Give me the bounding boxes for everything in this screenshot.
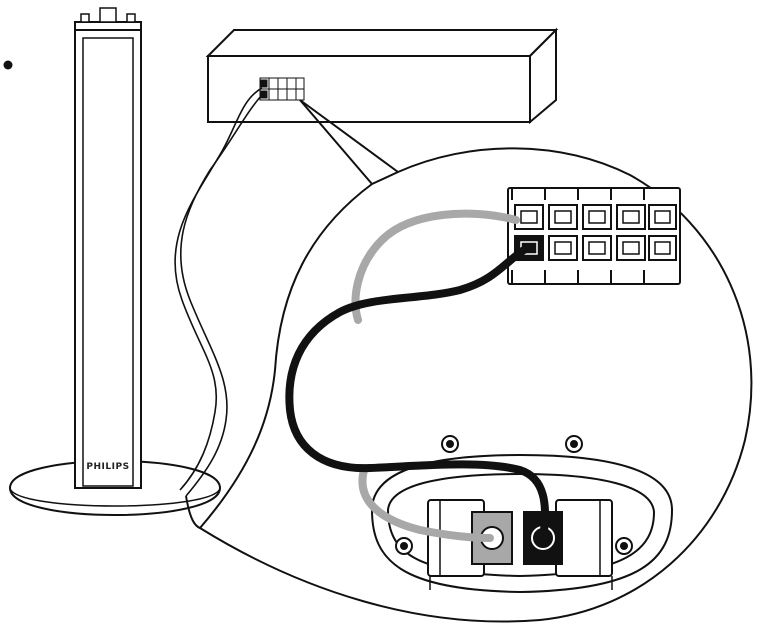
speaker-brand-label: PHILIPS bbox=[86, 462, 129, 472]
speaker-column-inner bbox=[82, 37, 134, 487]
receiver-top bbox=[205, 29, 559, 57]
speaker-base-rim bbox=[9, 487, 221, 507]
speaker-top-knob-mid bbox=[99, 7, 117, 23]
magnified-view bbox=[185, 147, 753, 623]
speaker-top-knob-right bbox=[126, 13, 136, 23]
terminal-socket-r2c4 bbox=[616, 235, 646, 261]
wire-red-lower bbox=[358, 466, 494, 542]
terminal-row-2 bbox=[514, 235, 677, 261]
magnifier-left-edge bbox=[185, 495, 201, 529]
terminal-socket-r1c1 bbox=[514, 204, 544, 230]
zoom-callout-lines bbox=[299, 99, 399, 185]
terminal-socket-r1c3 bbox=[582, 204, 612, 230]
bullet-dot bbox=[3, 60, 13, 70]
terminal-row-1 bbox=[514, 204, 677, 230]
wire-black bbox=[285, 246, 549, 542]
terminal-socket-r1c2 bbox=[548, 204, 578, 230]
receiver-terminal-panel bbox=[259, 77, 305, 101]
speaker-tower bbox=[8, 7, 222, 516]
receiver-front bbox=[207, 55, 531, 123]
receiver-unit bbox=[205, 27, 559, 125]
speaker-cable bbox=[174, 87, 263, 491]
zoomed-receiver-terminals bbox=[507, 187, 681, 285]
clip-right-housing bbox=[555, 499, 613, 577]
wire-red bbox=[351, 209, 520, 324]
speaker-cable-return bbox=[179, 94, 263, 497]
speaker-top-knob-left bbox=[80, 13, 90, 23]
